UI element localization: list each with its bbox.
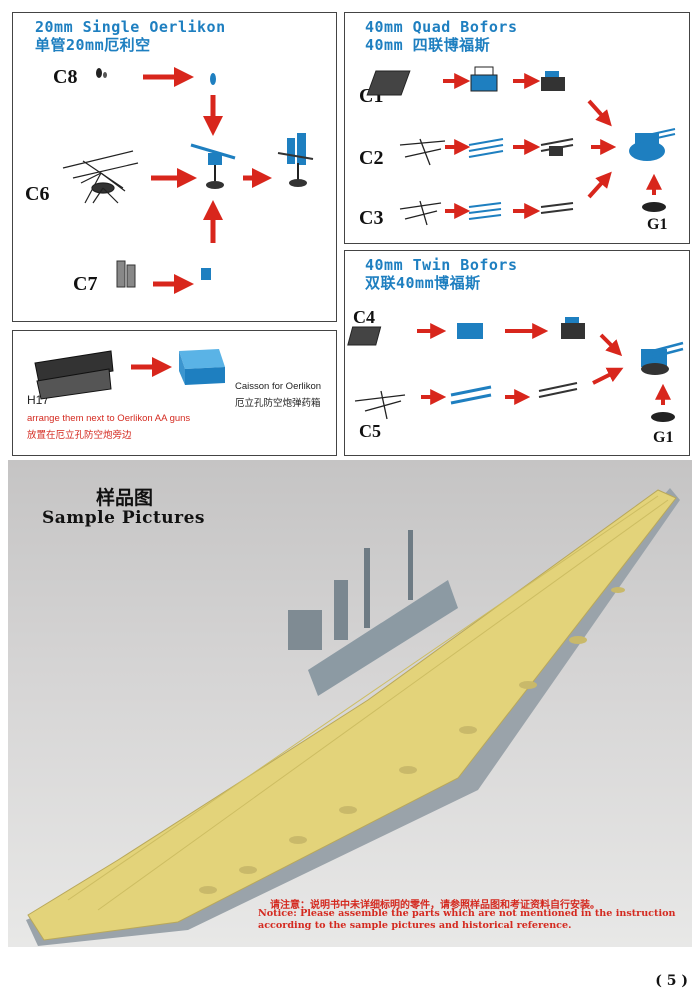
c3-step3-icon	[540, 202, 574, 214]
h17-fret-icon	[34, 350, 114, 400]
oerlikon-title-cn: 单管20mm厄利空	[35, 36, 151, 54]
g1-base-icon-twin	[651, 412, 675, 422]
part-label-g1-quad: G1	[647, 216, 668, 233]
caisson-caption-cn: 厄立孔防空炮弹药箱	[235, 398, 321, 409]
quad-bofors-panel: 40mm Quad Bofors 40mm 四联博福斯 C1 C2 C3 G1	[344, 12, 690, 244]
oerlikon-gun-icon	[190, 73, 236, 280]
caisson-diagram	[34, 349, 225, 400]
caisson-box-icon	[179, 349, 225, 385]
c3-parts-icon	[399, 200, 442, 226]
c5-parts-icon	[354, 390, 406, 420]
c5-step3-icon	[538, 382, 578, 398]
notice-en-line1: Notice: Please assemble the parts which …	[258, 908, 676, 919]
caisson-arrange-en: arrange them next to Oerlikon AA guns	[27, 413, 191, 424]
twin-bofors-panel: 40mm Twin Bofors 双联40mm博福斯 C4 C5 G1	[344, 250, 690, 456]
oerlikon-panel: 20mm Single Oerlikon 单管20mm厄利空 C8 C6 C7	[12, 12, 337, 322]
c4-step2-icon	[457, 323, 483, 339]
part-label-c5: C5	[359, 421, 381, 441]
c6-fret-icon	[62, 150, 139, 204]
c7-shield-icon	[116, 260, 136, 288]
c4-step3-icon	[561, 317, 585, 339]
notice-en-line2: according to the sample pictures and his…	[258, 920, 572, 931]
quad-mount-finished-icon	[629, 128, 676, 161]
sample-title-cn: 样品图	[96, 487, 154, 509]
c1-step2-icon	[470, 66, 498, 92]
part-label-c2: C2	[359, 147, 384, 169]
oerlikon-title-en: 20mm Single Oerlikon	[35, 18, 226, 36]
c3-step2-icon	[468, 202, 502, 220]
page-number: ( 5 )	[655, 973, 688, 989]
caisson-arrange-cn: 放置在厄立孔防空炮旁边	[27, 430, 132, 441]
part-label-c3: C3	[359, 207, 384, 229]
quad-title-en: 40mm Quad Bofors	[365, 18, 518, 36]
twin-title-en: 40mm Twin Bofors	[365, 256, 518, 274]
part-label-c7: C7	[73, 273, 98, 295]
c2-step3-icon	[540, 138, 574, 156]
c2-parts-icon	[399, 138, 446, 166]
notice-cn: 请注意：说明书中未详细标明的零件，请参照样品图和考证资料自行安装。	[270, 900, 600, 911]
twin-mount-finished-icon	[641, 341, 684, 375]
oerlikon-diagram	[62, 67, 314, 294]
c8-parts-icon	[96, 68, 107, 78]
part-label-c8: C8	[53, 66, 78, 88]
part-label-g1-twin: G1	[653, 429, 674, 446]
twin-diagram	[347, 317, 684, 422]
caisson-panel: H17 arrange them next to Oerlikon AA gun…	[12, 330, 337, 456]
sample-photo	[8, 460, 692, 947]
c1-step3-icon	[541, 71, 565, 91]
caisson-caption-en: Caisson for Oerlikon	[235, 381, 322, 392]
carrier-model-image	[26, 488, 680, 946]
twin-title-cn: 双联40mm博福斯	[365, 274, 481, 292]
g1-base-icon	[642, 202, 666, 212]
c1-fret-icon	[366, 70, 411, 96]
part-label-c6: C6	[25, 183, 50, 205]
oerlikon-arrows	[143, 67, 272, 294]
c5-step2-icon	[450, 385, 492, 405]
sample-title-en: Sample Pictures	[42, 508, 206, 528]
part-label-c4: C4	[353, 307, 375, 327]
quad-diagram	[366, 66, 676, 226]
quad-title-cn: 40mm 四联博福斯	[365, 36, 491, 54]
c2-step2-icon	[468, 138, 504, 158]
c4-fret-icon	[347, 326, 382, 346]
oerlikon-finished-icon	[277, 133, 314, 187]
